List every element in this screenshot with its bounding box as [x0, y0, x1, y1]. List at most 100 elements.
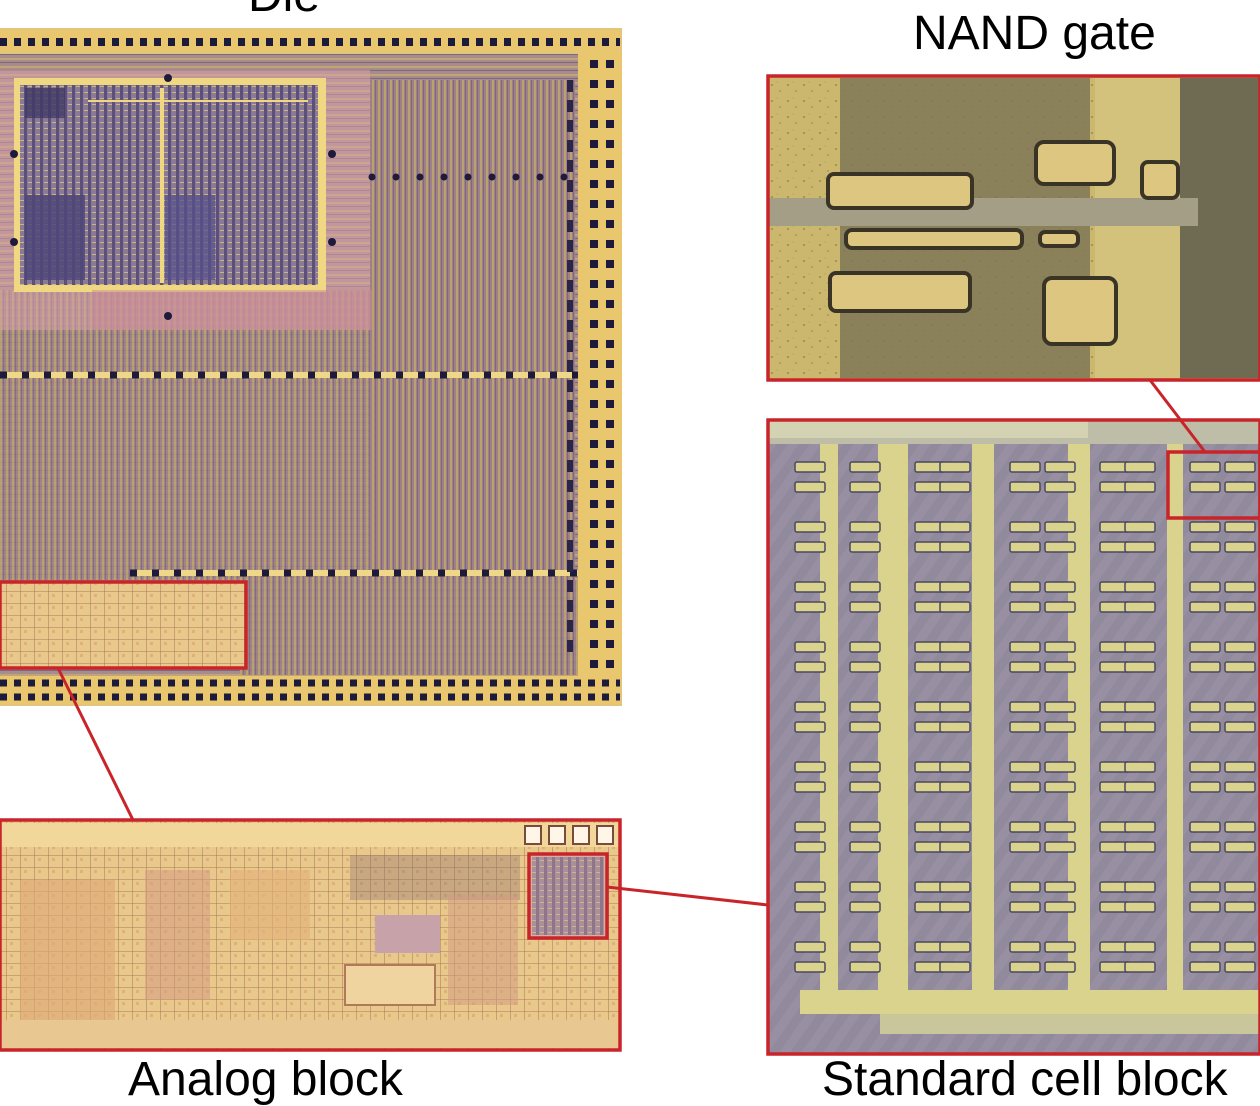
cell-contact	[1124, 881, 1156, 893]
cell-contact	[794, 481, 826, 493]
cell-contact	[794, 721, 826, 733]
cell-contact	[794, 821, 826, 833]
cell-contact	[794, 941, 826, 953]
cell-contact	[939, 641, 971, 653]
cell-contact	[1009, 721, 1041, 733]
cell-contact	[1009, 761, 1041, 773]
cell-contact	[849, 601, 881, 613]
cell-contact	[849, 541, 881, 553]
cell-contact	[1124, 901, 1156, 913]
cell-contact	[1224, 821, 1256, 833]
cell-contact	[1044, 821, 1076, 833]
cell-contact	[849, 701, 881, 713]
cell-contact	[1224, 841, 1256, 853]
cell-contact	[849, 461, 881, 473]
cell-contact	[794, 601, 826, 613]
cell-contact	[849, 521, 881, 533]
cell-contact	[794, 641, 826, 653]
cell-contact	[1009, 481, 1041, 493]
cell-contact	[849, 481, 881, 493]
cell-contact	[794, 761, 826, 773]
cell-contact	[1009, 521, 1041, 533]
cell-contact	[1009, 901, 1041, 913]
cell-contact	[939, 461, 971, 473]
cell-contact	[939, 901, 971, 913]
cell-contact	[849, 721, 881, 733]
cell-contact	[849, 901, 881, 913]
cell-contact	[1124, 581, 1156, 593]
cell-contact	[1189, 821, 1221, 833]
cell-contact	[939, 961, 971, 973]
cell-contact	[1224, 601, 1256, 613]
cell-contact	[794, 541, 826, 553]
cell-contact	[1044, 581, 1076, 593]
analog-block-photograph	[0, 818, 622, 1052]
cell-contact	[939, 581, 971, 593]
cell-contact	[849, 881, 881, 893]
cell-contact	[1224, 481, 1256, 493]
cell-contact	[1044, 521, 1076, 533]
cell-contact	[849, 781, 881, 793]
cell-contact	[1189, 721, 1221, 733]
cell-contact	[939, 481, 971, 493]
cell-contact	[1124, 481, 1156, 493]
cell-contact	[1189, 581, 1221, 593]
cell-contact	[939, 841, 971, 853]
cell-contact	[1009, 701, 1041, 713]
cell-contact	[1124, 761, 1156, 773]
cell-contact	[1044, 841, 1076, 853]
cell-contact	[1044, 881, 1076, 893]
cell-contact	[794, 901, 826, 913]
cell-contact	[1044, 641, 1076, 653]
cell-contact	[1124, 521, 1156, 533]
cell-contact	[1189, 901, 1221, 913]
cell-contact	[1224, 701, 1256, 713]
cell-contact	[1124, 661, 1156, 673]
cell-contact	[1009, 941, 1041, 953]
cell-contact	[1044, 481, 1076, 493]
cell-contact	[1189, 481, 1221, 493]
cell-contact	[1224, 761, 1256, 773]
cell-contact	[849, 761, 881, 773]
cell-contact	[1224, 721, 1256, 733]
cell-contact	[1224, 781, 1256, 793]
cell-contact	[794, 521, 826, 533]
cell-contact	[794, 461, 826, 473]
cell-contact	[1124, 541, 1156, 553]
cell-contact	[1189, 641, 1221, 653]
cell-contact	[1009, 841, 1041, 853]
cell-contact	[1124, 781, 1156, 793]
cell-contact	[1224, 941, 1256, 953]
cell-contact	[1189, 881, 1221, 893]
nand-gate-photograph	[766, 74, 1260, 382]
cell-contact	[1189, 461, 1221, 473]
cell-contact	[1124, 721, 1156, 733]
cell-contact	[1009, 601, 1041, 613]
cell-contact	[939, 721, 971, 733]
cell-contact	[939, 781, 971, 793]
cell-contact	[939, 821, 971, 833]
cell-contact	[1224, 641, 1256, 653]
cell-contact	[1224, 661, 1256, 673]
cell-contact	[1224, 521, 1256, 533]
cell-contact	[794, 581, 826, 593]
cell-contact	[939, 521, 971, 533]
cell-contact	[849, 961, 881, 973]
cell-contact	[1044, 901, 1076, 913]
figure-canvas	[0, 28, 1260, 1056]
cell-contact	[1224, 881, 1256, 893]
cell-contact	[1224, 461, 1256, 473]
cell-contact	[1044, 701, 1076, 713]
cell-contact	[1009, 461, 1041, 473]
cell-contact	[1044, 761, 1076, 773]
cell-contact	[794, 961, 826, 973]
cell-contact	[1044, 461, 1076, 473]
cell-contact	[1224, 541, 1256, 553]
cell-contact	[1224, 961, 1256, 973]
cell-contact	[1009, 881, 1041, 893]
cell-contact	[939, 881, 971, 893]
cell-contact	[849, 581, 881, 593]
cell-contact	[1044, 941, 1076, 953]
cell-contact	[1189, 961, 1221, 973]
cell-contact	[1009, 661, 1041, 673]
